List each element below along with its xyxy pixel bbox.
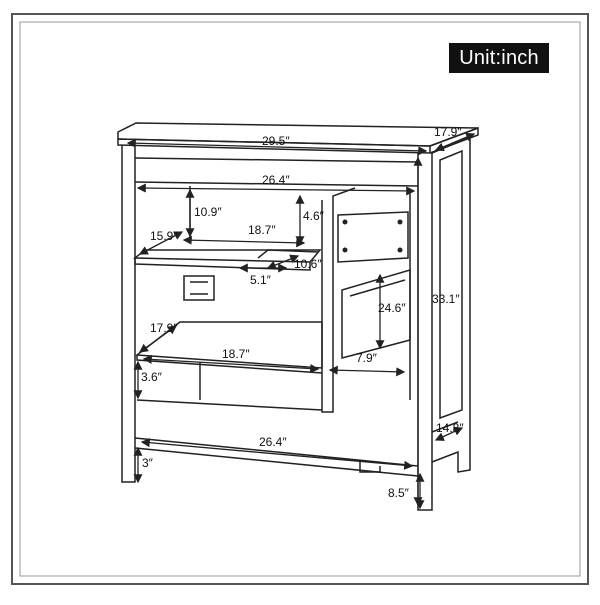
dim-line-top-width (126, 138, 428, 156)
label-side-width: 7.9″ (356, 351, 378, 365)
inner-border (19, 21, 581, 577)
drawer-box (341, 268, 411, 359)
left-stile (121, 145, 136, 483)
dim-line-top-depth (434, 132, 476, 152)
label-total-height: 33.1″ (432, 292, 460, 306)
screw (397, 219, 403, 225)
label-leg-height: 8.5″ (388, 486, 410, 500)
screw (342, 247, 348, 253)
label-shelf-depth: 15.9″ (150, 229, 178, 243)
screw (397, 247, 403, 253)
dim-line-bottom-depth (138, 325, 178, 353)
label-top-width: 29.5″ (262, 134, 290, 148)
label-cutout-height: 4.6″ (303, 209, 325, 223)
right-stile (417, 153, 433, 511)
dimension-lines (126, 132, 476, 510)
label-upper-height: 10.9″ (194, 205, 222, 219)
outer-border (11, 13, 589, 585)
hinge (183, 275, 215, 301)
shelf-notch (257, 249, 319, 259)
label-inner-width: 26.4″ (262, 173, 290, 187)
drawer-rail (349, 279, 406, 297)
label-bottom-width: 18.7″ (222, 347, 250, 361)
screw (342, 219, 348, 225)
dim-line-shelf-depth (138, 231, 184, 255)
label-notch-width: 10.6″ (294, 257, 322, 271)
unit-badge: Unit:inch (449, 43, 549, 73)
label-bottom-depth: 17.9″ (150, 321, 178, 335)
label-side-depth: 14.8″ (436, 421, 464, 435)
mounting-plate (337, 211, 409, 263)
label-top-depth: 17.9″ (434, 125, 462, 139)
top-shelf (132, 249, 322, 263)
dim-line-shelf-width (182, 235, 306, 248)
dim-line-base-width (140, 438, 414, 470)
kick-board-top (136, 399, 323, 411)
dim-line-inner-width (136, 183, 416, 196)
cabinet-drawing (117, 122, 479, 511)
label-drawer-height: 24.6″ (378, 301, 406, 315)
screws (342, 219, 403, 253)
top-shelf-edge (134, 258, 311, 271)
side-panel-inset (439, 149, 463, 420)
label-kick-height: 3.6″ (141, 370, 163, 384)
dim-line-side-depth (434, 427, 464, 441)
label-foot-height: 3″ (142, 456, 154, 470)
top-rail (134, 157, 419, 163)
dim-line-bottom-width (142, 354, 320, 374)
label-base-width: 26.4″ (259, 435, 287, 449)
label-notch-depth: 5.1″ (250, 273, 272, 287)
hinge-detail (190, 281, 208, 295)
dim-line-side-width (328, 365, 406, 377)
label-shelf-width: 18.7″ (248, 223, 276, 237)
